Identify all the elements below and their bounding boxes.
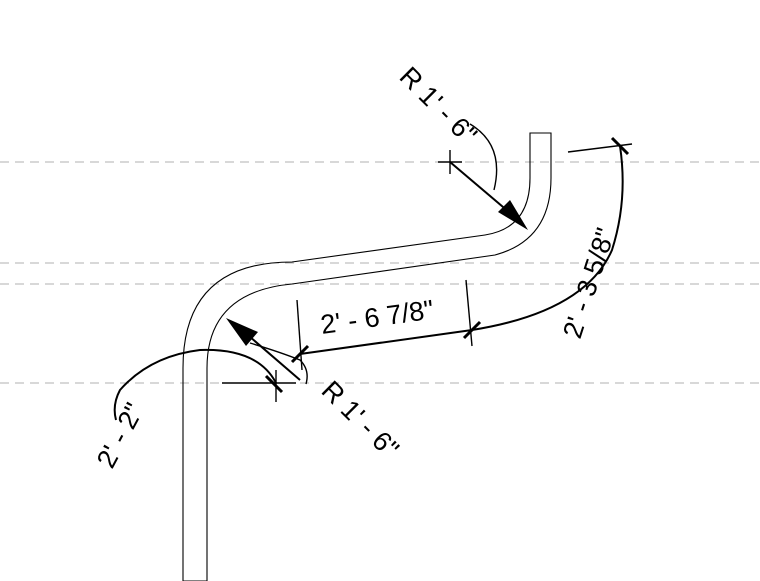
arrowhead-icon <box>226 318 258 346</box>
straight-length-dimension[interactable]: 2' - 6 7/8" <box>290 279 482 371</box>
extension-line <box>465 279 473 347</box>
pipe-outer-edge[interactable] <box>182 132 552 581</box>
left-length-label: 2' - 2" <box>91 398 150 473</box>
arc-length-label: 2' - 3 5/8" <box>557 224 621 342</box>
dimension-tick <box>290 344 310 364</box>
radius-center-tick <box>264 374 284 394</box>
arc-dimension-line <box>113 348 277 421</box>
radius-leader-curve <box>249 342 308 385</box>
arrowhead-icon <box>498 200 528 230</box>
dimension-line <box>299 329 473 355</box>
straight-length-label: 2' - 6 7/8" <box>319 294 436 340</box>
bottom-radius-dimension[interactable]: R 1' - 6" <box>222 318 405 464</box>
radius-leader-curve <box>469 123 498 191</box>
top-radius-dimension[interactable]: R 1' - 6" <box>394 61 528 230</box>
arc-dimension-line <box>471 145 624 331</box>
top-radius-label: R 1' - 6" <box>394 61 483 150</box>
dimension-tick <box>610 136 630 156</box>
extension-line <box>296 299 303 371</box>
bottom-radius-label: R 1' - 6" <box>316 375 405 464</box>
